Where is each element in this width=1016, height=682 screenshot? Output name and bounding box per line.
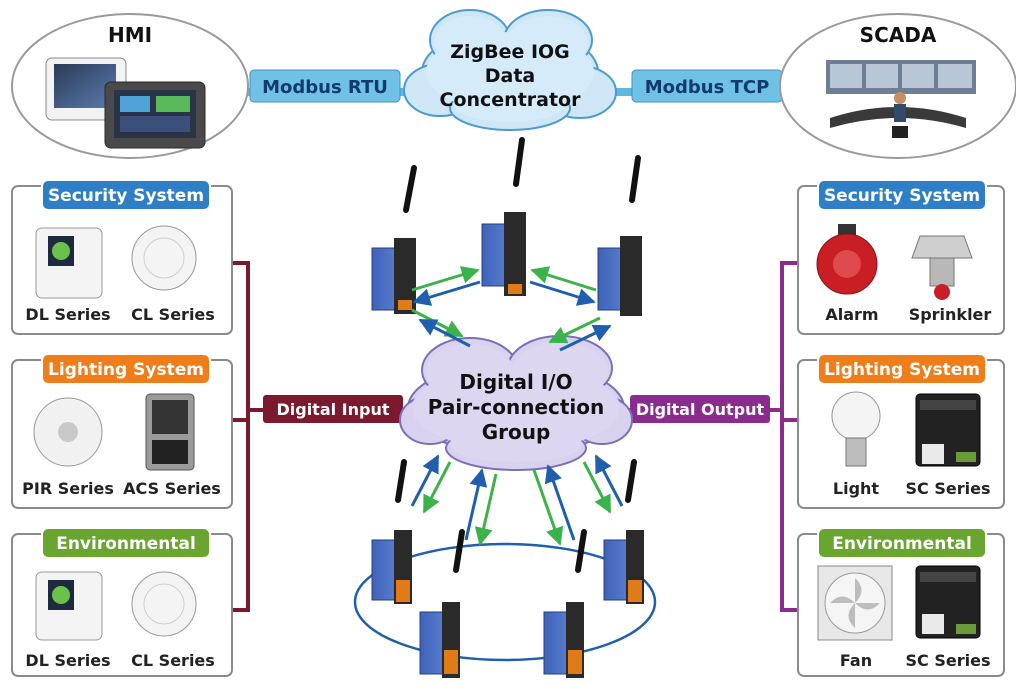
panel-header-pill [817,353,987,385]
dl-series-device [35,571,103,641]
zigbee-device-bottom-right [603,459,644,604]
arrow-green [548,316,601,344]
sc-series-device [915,393,981,467]
arrow-green [582,461,612,514]
device-label: ACS Series [123,479,221,498]
arrow-green [411,266,480,292]
device-label: Alarm [825,305,878,324]
arrow-green [411,308,464,338]
hmi-panel-image [45,57,206,149]
cl-series-device [131,571,197,637]
panel-header-pill [817,527,987,559]
pir-series-device [33,397,103,467]
concentrator-line1: ZigBee IOG [450,41,570,63]
concentrator-line3: Concentrator [440,89,582,111]
left-panel-lighting: Lighting System PIR Series ACS Series [11,353,233,509]
digital-output-label: Digital Output [636,400,765,419]
device-label: CL Series [131,305,215,324]
device-label: SC Series [906,479,991,498]
right-panel-environmental: Environmental Fan SC Series [797,527,1005,677]
arrow-blue [410,454,440,507]
device-label: Sprinkler [909,305,992,324]
arrow-blue [559,324,612,352]
device-label: PIR Series [22,479,114,498]
zigbee-device-top-right [597,155,642,316]
panel-header-pill [41,527,211,559]
panel-header: Security System [48,186,204,206]
group-line2: Pair-connection [428,395,605,419]
right-panel-lighting: Lighting System Light SC Series [797,353,1005,509]
digital-input-label: Digital Input [276,400,389,419]
panel-header: Environmental [832,534,972,554]
panel-header-pill [41,179,211,211]
arrow-green [474,473,498,546]
dl-series-device [35,227,103,299]
sc-series-device [915,565,981,639]
alarm-bell-icon [816,224,878,295]
device-label: Fan [840,651,872,670]
scada-title: SCADA [860,23,937,47]
arrow-green [530,266,597,292]
panel-header: Lighting System [48,360,204,380]
acs-series-device [145,393,195,471]
zigbee-device-bottom-mid-left [419,529,465,678]
panel-header-pill [817,179,987,211]
arrow-blue [418,318,471,348]
light-bulb-icon [831,391,881,467]
zigbee-device-top-left [371,165,417,314]
digital-output-tag [630,395,770,423]
panel-header: Security System [824,186,980,206]
fan-icon [817,565,893,641]
group-line1: Digital I/O [459,370,572,394]
arrow-blue [464,468,488,541]
arrow-blue [544,464,576,541]
sprinkler-icon [911,235,973,300]
arrow-green [532,469,564,546]
device-label: SC Series [906,651,991,670]
arrow-blue [412,280,481,306]
right-panel-security: Security System Alarm Sprinkler [797,179,1005,335]
zigbee-device-bottom-mid-right [543,529,587,678]
bottom-ring [353,542,657,662]
left-panel-security: Security System DL Series CL Series [11,179,233,335]
zigbee-device-top-center [481,137,526,296]
modbus-rtu-label: Modbus RTU [262,77,388,98]
concentrator-line2: Data [485,65,536,87]
device-label: Light [833,479,880,498]
modbus-tcp-label: Modbus TCP [645,77,770,98]
device-label: DL Series [25,305,110,324]
panel-header-pill [41,353,211,385]
device-label: DL Series [25,651,110,670]
hmi-title: HMI [108,23,152,47]
arrow-green [422,461,452,514]
arrow-blue [594,454,624,507]
cl-series-device [131,225,197,291]
arrow-blue [529,280,596,306]
modbus-rtu-tag [249,69,401,103]
left-panel-environmental: Environmental DL Series CL Series [11,527,233,677]
digital-input-tag [263,395,403,423]
scada-control-room-image [826,60,976,138]
zigbee-device-bottom-left [371,459,412,604]
group-line3: Group [482,420,551,444]
panel-header: Environmental [56,534,196,554]
panel-header: Lighting System [824,360,980,380]
device-label: CL Series [131,651,215,670]
